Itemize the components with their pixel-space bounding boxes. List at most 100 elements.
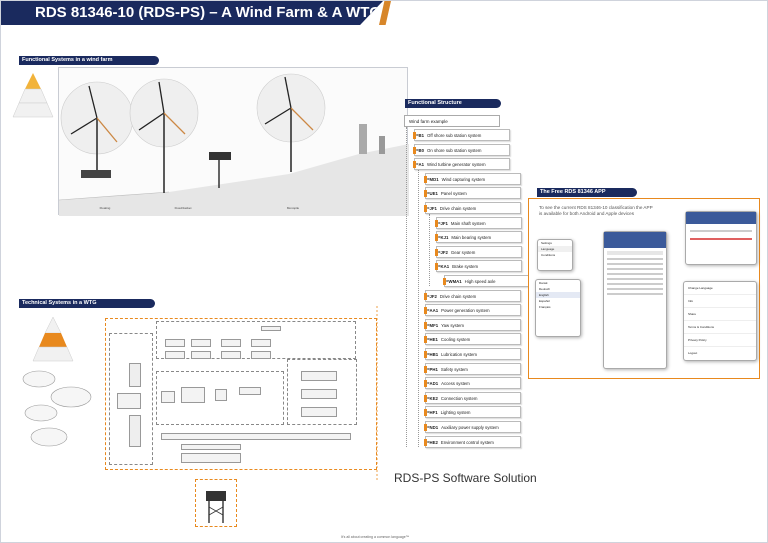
phone-header: [604, 232, 666, 248]
wind-farm-illustration: Floating Fixed/Jacket Monopile: [58, 67, 409, 216]
language-item[interactable]: Français: [539, 305, 551, 309]
language-item[interactable]: Dansk: [539, 281, 548, 285]
tree-item-label: Wind capturing system: [441, 176, 486, 182]
tree-item-code: =KJ1: [438, 235, 449, 241]
tree-item-code: =B0: [416, 147, 425, 153]
tree-item-label: Lubrication system: [441, 352, 477, 357]
tree-item-marker: [424, 292, 427, 300]
section-label-app: The Free RDS 81346 APP: [537, 188, 637, 197]
menu-item[interactable]: Change Language: [684, 282, 756, 295]
wtg-left-group: [109, 333, 153, 465]
tree-item-marker: [424, 307, 427, 315]
phone-line: [690, 230, 752, 232]
tree-item-code: =MF1: [427, 322, 439, 328]
phone-search-input[interactable]: [607, 251, 663, 255]
tree-item-marker: [424, 175, 427, 183]
wtg-block: [181, 387, 205, 403]
wtg-block: [251, 351, 271, 359]
wtg-block: [129, 415, 141, 447]
app-panel: To see the current RDS 81346-10 classifi…: [528, 198, 760, 379]
wind-farm-drawing: [58, 73, 409, 216]
settings-item[interactable]: Conditions: [541, 253, 556, 257]
tree-item-label: Main bearing system: [451, 235, 492, 241]
menu-item[interactable]: Privacy Policy: [684, 334, 756, 347]
tree-item-code: =HE1: [427, 337, 438, 343]
language-item[interactable]: Español: [539, 299, 550, 303]
phone-settings-screen: Settings Language Conditions: [537, 239, 573, 271]
language-item[interactable]: English: [536, 292, 580, 298]
phone-line: [607, 293, 663, 295]
tree-item-code: =HB1: [427, 352, 439, 357]
tree-item-marker: [424, 336, 427, 344]
wtg-block: [161, 433, 351, 440]
wtg-block: [301, 371, 337, 381]
wtg-block: [191, 339, 211, 347]
phone-line: [607, 268, 663, 270]
tree-item-marker: [424, 205, 427, 212]
settings-item[interactable]: Language: [538, 246, 572, 252]
phone-line: [607, 288, 663, 290]
tree-line: [406, 127, 407, 447]
phone-menu-screen: Change Language Info Share Terms & Condi…: [683, 281, 757, 361]
tree-line: [418, 169, 419, 447]
tree-item-label: Wind turbine generator system: [427, 162, 486, 168]
wtg-block: [215, 389, 227, 401]
phone-main-screen: [603, 231, 667, 369]
substation-icon: [206, 491, 226, 523]
tree-item-label: Lighting system: [440, 410, 471, 416]
menu-item[interactable]: Share: [684, 308, 756, 321]
menu-item[interactable]: Info: [684, 295, 756, 308]
tree-item-code: =JF2: [438, 249, 448, 255]
wtg-block: [239, 387, 261, 395]
wtg-block: [181, 444, 241, 450]
tree-item-marker: [424, 351, 427, 358]
menu-item[interactable]: Terms & Conditions: [684, 321, 756, 334]
software-caption: RDS-PS Software Solution: [394, 471, 537, 485]
language-item[interactable]: Deutsch: [539, 287, 551, 291]
tree-item-label: Safety system: [440, 366, 468, 372]
wtg-block: [129, 363, 141, 387]
wtg-block: [251, 339, 271, 347]
foundation-label-jacket: Fixed/Jacket: [174, 206, 192, 210]
menu-item[interactable]: Logout: [688, 351, 698, 355]
app-description-line: To see the current RDS 81346-10 classifi…: [539, 205, 653, 210]
foundation-label-monopile: Monopile: [286, 206, 300, 210]
tree-item-marker: [424, 424, 427, 431]
tree-item-label: Drive chain system: [439, 206, 477, 211]
phone-line: [607, 258, 663, 260]
tree-item-label: Connection system: [440, 395, 478, 401]
tree-item-marker: [413, 132, 416, 139]
tree-item-code: =ND1: [427, 425, 439, 430]
phone-login-screen: [685, 211, 757, 265]
tree-item-marker: [424, 438, 427, 446]
tree-root[interactable]: Wind farm example: [404, 115, 500, 127]
tree-item-code: =A1: [416, 162, 425, 168]
tree-item-label: Environment control system: [440, 439, 494, 445]
tree-item-code: =HE2: [427, 439, 438, 445]
wtg-block: [181, 453, 241, 463]
app-description-line: is available for both Android and Apple …: [539, 211, 635, 216]
